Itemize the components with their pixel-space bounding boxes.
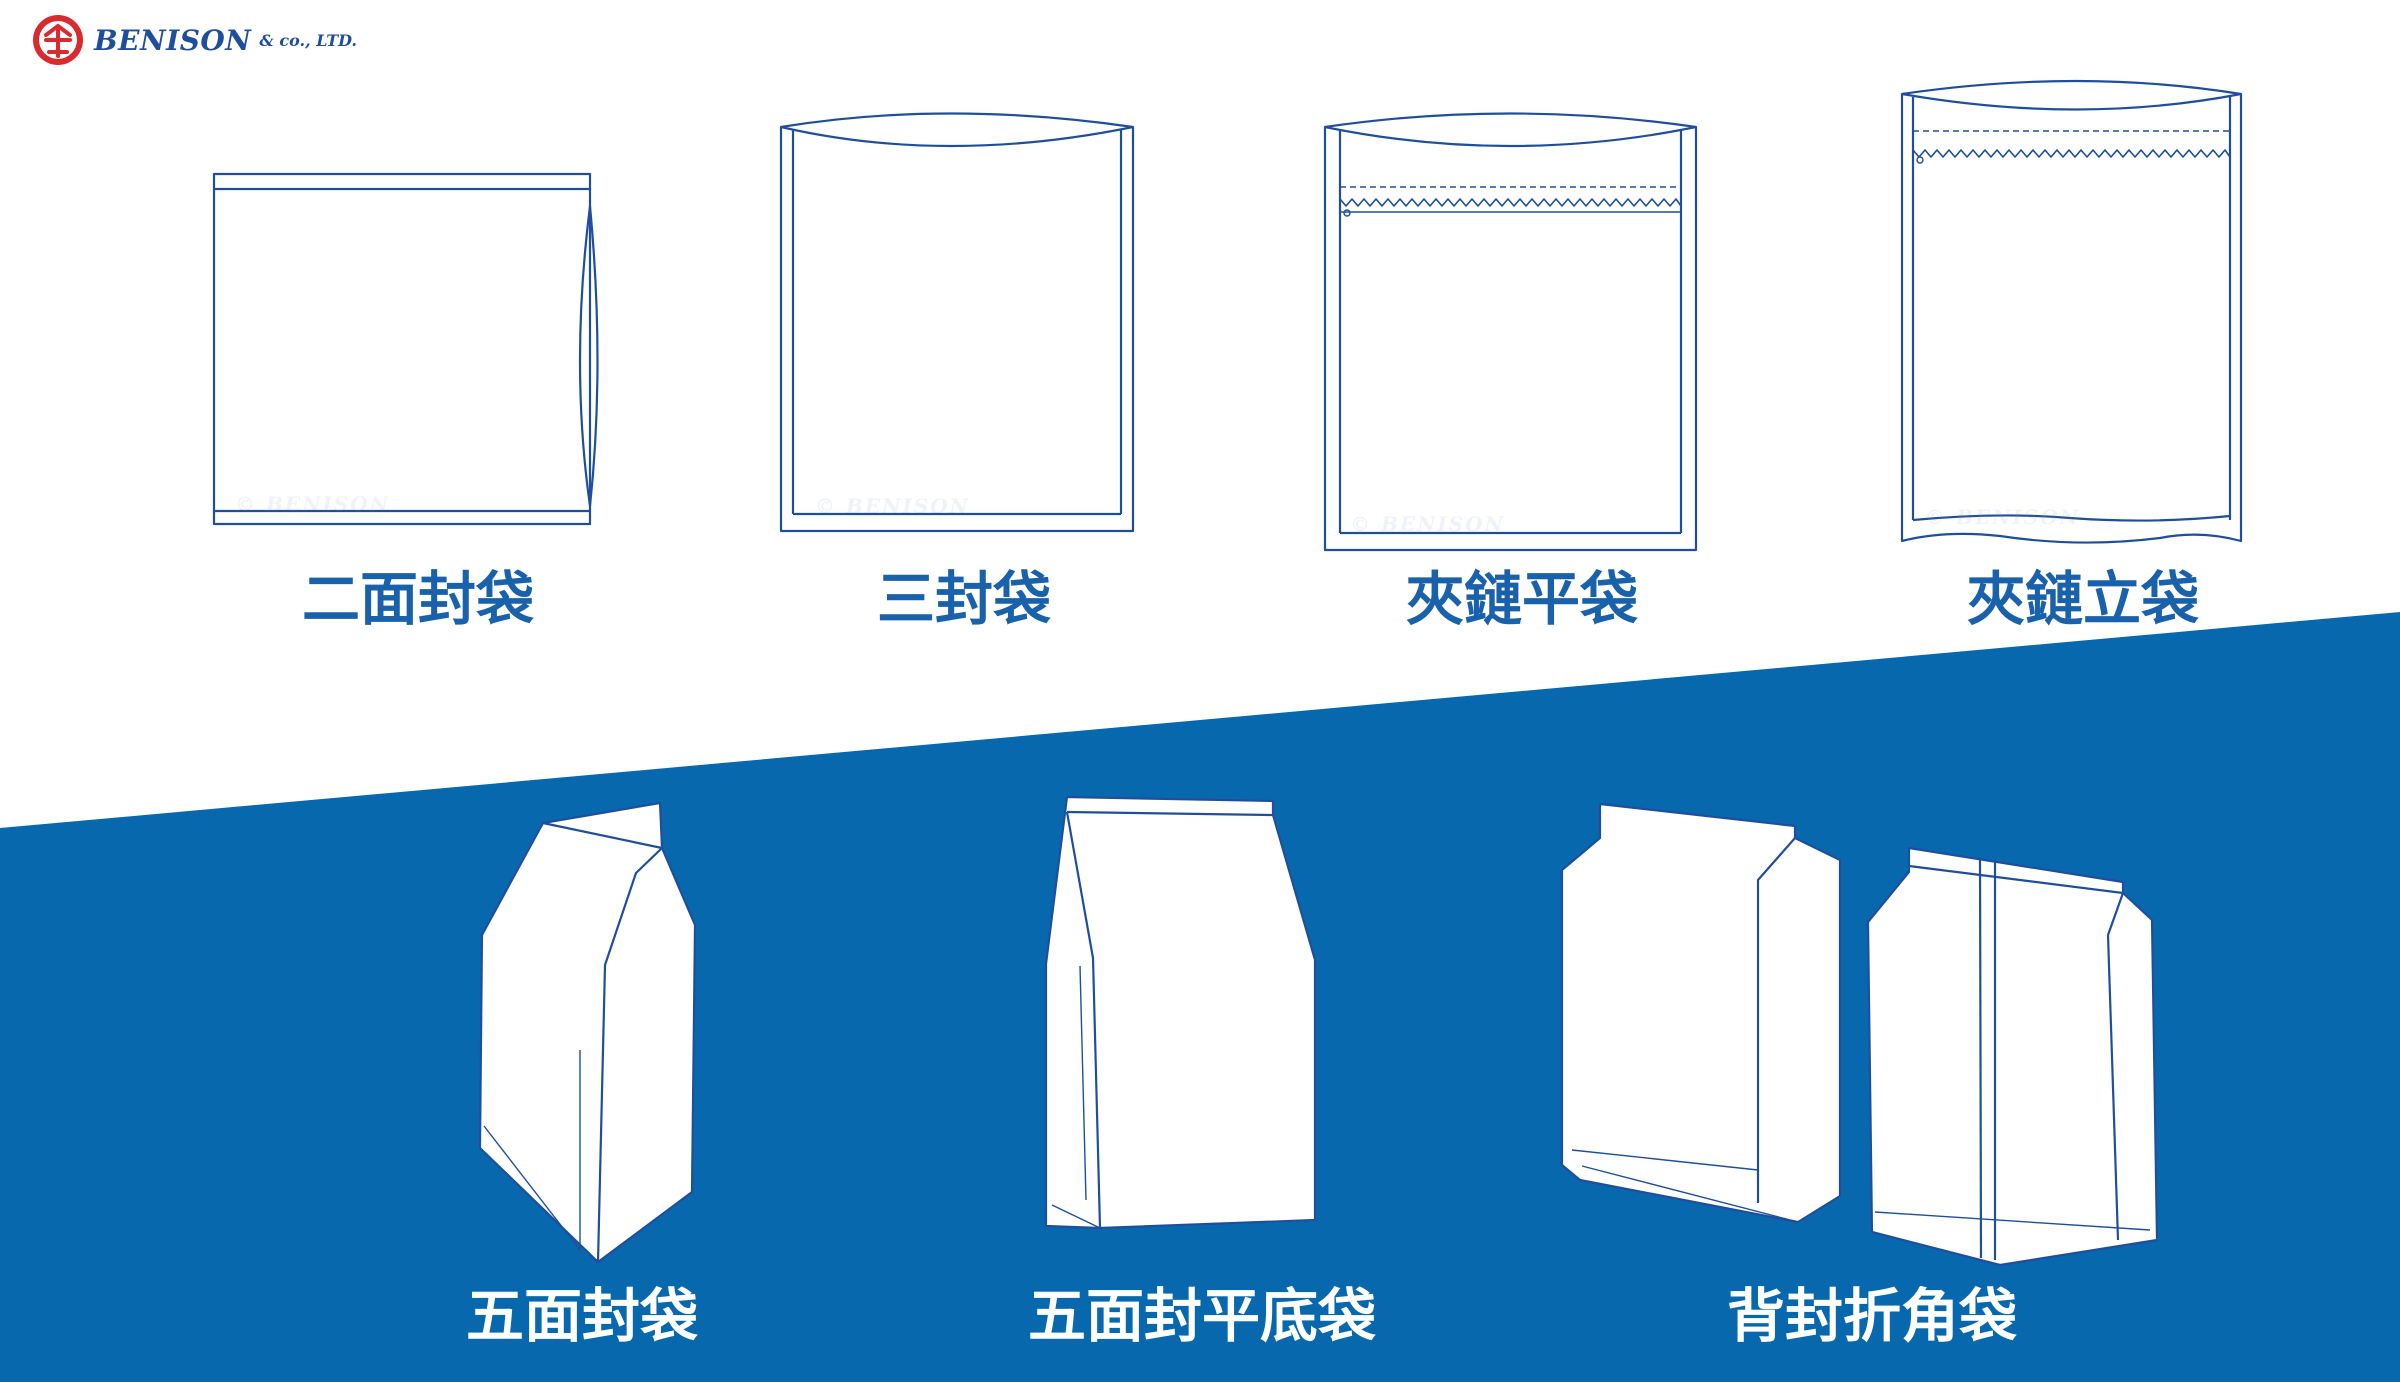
brand-suffix: & co., LTD. — [259, 30, 357, 50]
two-side-seal-bag-icon — [212, 172, 599, 526]
brand: BENISON & co., LTD. — [30, 14, 357, 66]
zipper-flat-bag-icon — [1323, 112, 1698, 552]
brand-name: BENISON — [94, 23, 252, 57]
label-back-seal-gusset: 背封折角袋 — [1726, 1282, 2018, 1350]
back-seal-gusset-bag-back-icon — [1866, 846, 2159, 1267]
zipper-standup-pouch-icon — [1900, 79, 2243, 544]
label-five-side-seal: 五面封袋 — [465, 1282, 699, 1350]
label-zipper-standup: 夾鏈立袋 — [1966, 565, 2200, 633]
benison-emblem-icon — [33, 15, 83, 65]
watermark: © BENISON — [815, 494, 970, 518]
watermark: © BENISON — [1350, 512, 1505, 536]
three-side-seal-bag-icon — [779, 112, 1135, 533]
five-side-seal-bag-icon — [478, 801, 697, 1264]
back-seal-gusset-bag-icon — [1560, 802, 1842, 1224]
label-two-side-seal: 二面封袋 — [301, 565, 535, 633]
watermark: © BENISON — [1925, 505, 2080, 529]
logo-spacer — [30, 13, 84, 67]
label-flat-bottom: 五面封平底袋 — [1027, 1282, 1377, 1350]
label-zipper-flat: 夾鏈平袋 — [1405, 565, 1639, 633]
label-three-side-seal: 三封袋 — [876, 565, 1052, 633]
flat-bottom-bag-icon — [1044, 795, 1317, 1230]
watermark: © BENISON — [235, 492, 390, 516]
